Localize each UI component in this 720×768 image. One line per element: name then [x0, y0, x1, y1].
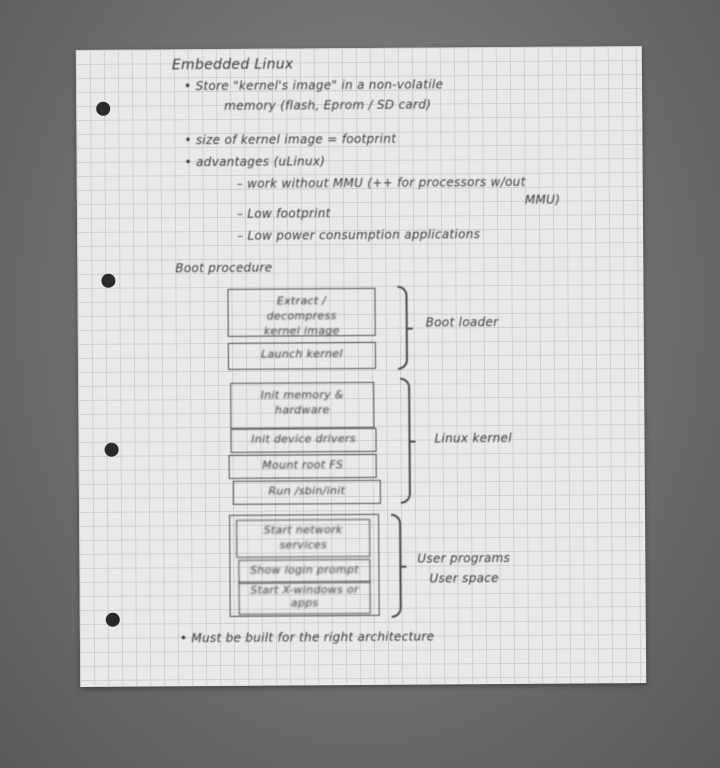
step-box: Start X-windows or apps	[238, 580, 371, 615]
group-label: Linux kernel	[434, 430, 512, 446]
group-label: Boot loader	[425, 315, 499, 330]
punch-hole	[96, 101, 111, 116]
note-line: • size of kernel image = footprint	[184, 131, 397, 148]
punch-hole	[104, 442, 119, 457]
note-line: MMU)	[524, 192, 561, 207]
note-line: • Store "kernel's image" in a non-volati…	[183, 77, 444, 94]
step-label: Extract / decompress kernel image	[263, 294, 340, 338]
notebook-sheet: Embedded Linux • Store "kernel's image" …	[75, 46, 647, 687]
note-line: – work without MMU (++ for processors w/…	[236, 174, 526, 191]
step-box: Start network services	[236, 518, 371, 558]
user-space-frame: Start network services Show login prompt…	[229, 513, 380, 617]
step-label: Show login prompt	[249, 563, 359, 577]
step-box: Run /sbin/init	[232, 479, 381, 505]
step-label: Run /sbin/init	[268, 484, 346, 498]
note-line: – Low power consumption applications	[237, 227, 481, 243]
step-label: Init memory & hardware	[260, 388, 344, 417]
group-label: User programs	[417, 550, 511, 566]
note-line: memory (flash, Eprom / SD card)	[224, 97, 432, 113]
step-label: Start X-windows or apps	[250, 583, 359, 610]
note-line: • advantages (uLinux)	[184, 154, 326, 170]
group-label: User space	[429, 571, 499, 586]
punch-hole	[101, 273, 116, 288]
step-box: Init device drivers	[230, 427, 377, 453]
note-line: – Low footprint	[236, 206, 331, 221]
step-label: Start network services	[263, 523, 343, 552]
step-box: Extract / decompress kernel image	[227, 287, 376, 338]
step-box: Mount root FS	[228, 453, 377, 479]
group-brace	[400, 377, 411, 504]
page-title: Embedded Linux	[171, 56, 294, 74]
step-label: Mount root FS	[262, 458, 344, 472]
step-box: Init memory & hardware	[230, 381, 375, 429]
step-box: Launch kernel	[227, 341, 377, 370]
step-label: Init device drivers	[251, 432, 356, 446]
punch-hole	[105, 612, 120, 627]
group-brace	[397, 285, 409, 370]
note-line: • Must be built for the right architectu…	[179, 629, 435, 646]
group-brace	[391, 513, 402, 618]
section-heading: Boot procedure	[175, 260, 273, 276]
step-label: Launch kernel	[261, 347, 343, 361]
